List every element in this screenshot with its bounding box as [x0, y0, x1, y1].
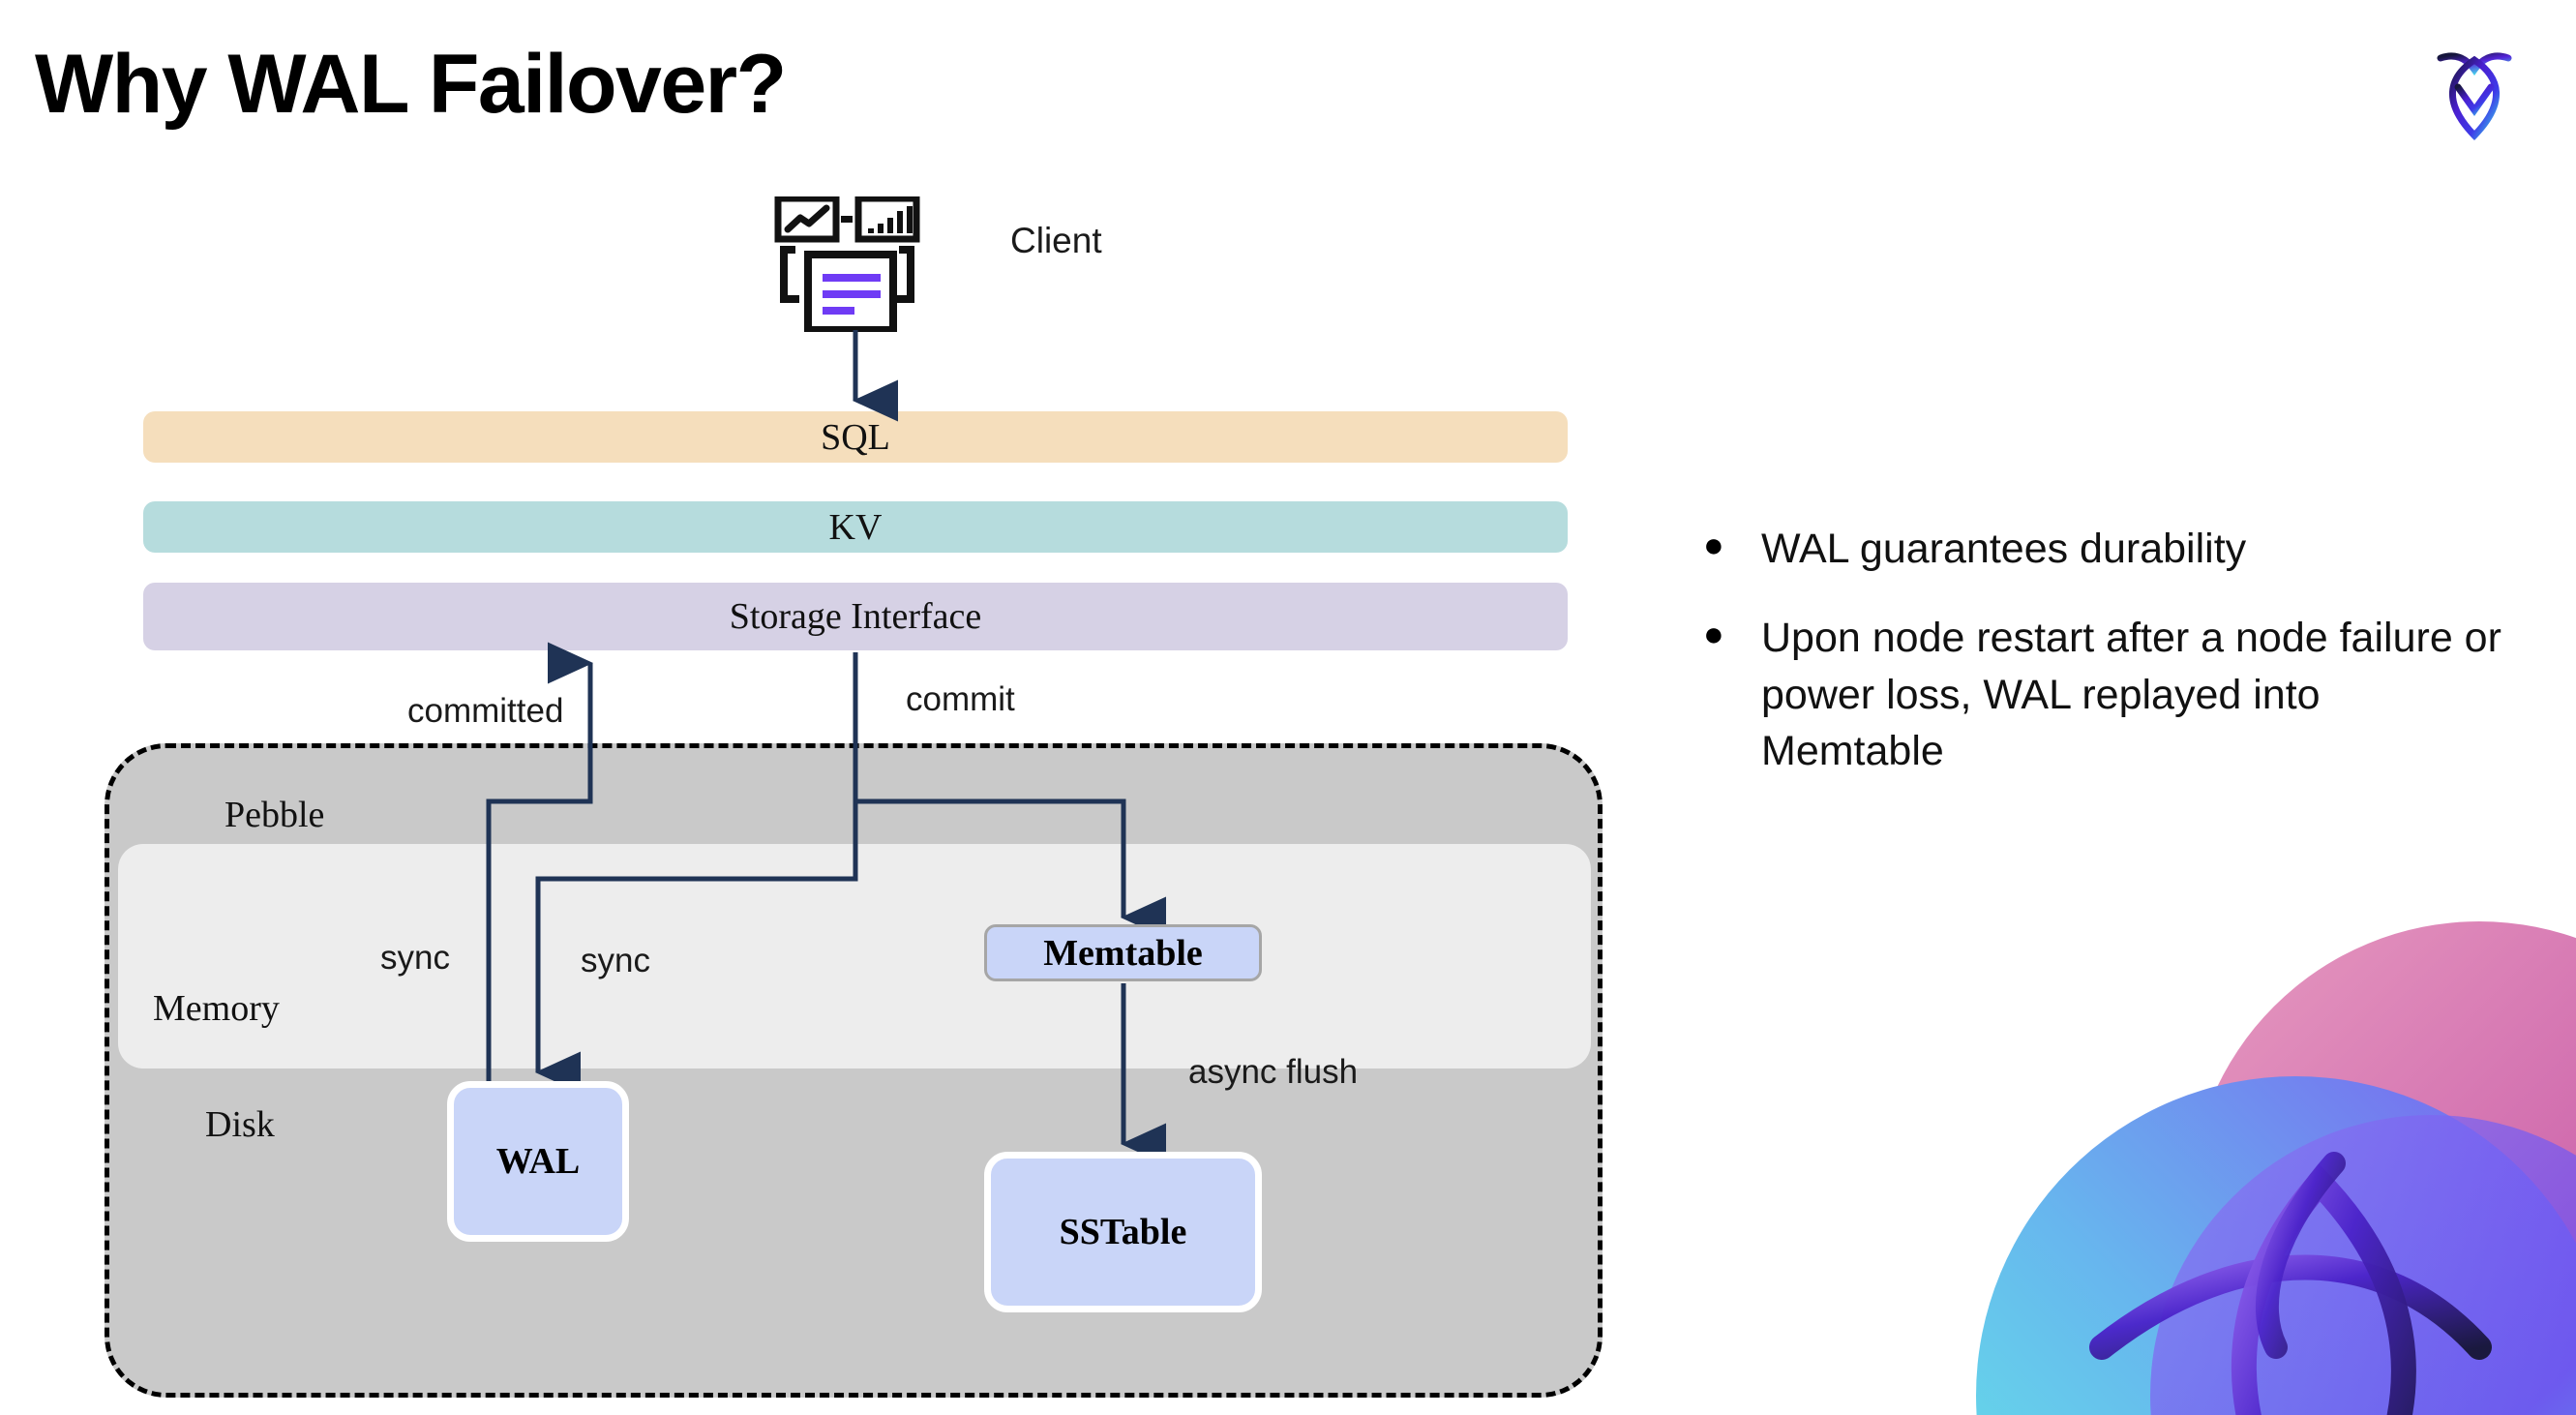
- layer-bar-kv-label: KV: [828, 506, 883, 548]
- node-sstable: SSTable: [984, 1152, 1262, 1312]
- memory-region: [118, 844, 1591, 1069]
- list-item: ● WAL guarantees durability: [1703, 521, 2506, 577]
- page-title: Why WAL Failover?: [35, 38, 787, 131]
- bullet-marker-icon: ●: [1703, 614, 1724, 654]
- edge-label-sync-left: sync: [380, 939, 450, 977]
- node-memtable: Memtable: [984, 924, 1262, 981]
- layer-bar-kv: KV: [143, 501, 1568, 553]
- pebble-container: [105, 743, 1603, 1398]
- edge-label-async-flush: async flush: [1188, 1053, 1359, 1091]
- memory-label: Memory: [153, 988, 280, 1029]
- node-wal: WAL: [447, 1081, 629, 1242]
- bullet-text: WAL guarantees durability: [1761, 526, 2247, 572]
- cockroachdb-logo: [2411, 27, 2537, 153]
- layer-bar-storage-interface: Storage Interface: [143, 583, 1568, 650]
- pebble-label: Pebble: [225, 795, 325, 835]
- bullet-marker-icon: ●: [1703, 525, 1724, 564]
- list-item: ● Upon node restart after a node failure…: [1703, 610, 2506, 779]
- bullet-text: Upon node restart after a node failure o…: [1761, 615, 2501, 775]
- disk-label: Disk: [205, 1104, 275, 1145]
- edge-label-committed: committed: [407, 692, 564, 730]
- edge-label-sync-right: sync: [581, 942, 650, 979]
- layer-bar-sql-label: SQL: [821, 416, 890, 458]
- client-label: Client: [1010, 221, 1102, 260]
- layer-bar-sql: SQL: [143, 411, 1568, 463]
- node-sstable-label: SSTable: [1059, 1212, 1187, 1252]
- decorative-logo-art: [1976, 892, 2576, 1415]
- bullet-list: ● WAL guarantees durability ● Upon node …: [1703, 521, 2506, 813]
- node-wal-label: WAL: [495, 1141, 581, 1182]
- client-dashboard-icon: [774, 195, 927, 334]
- node-memtable-label: Memtable: [1043, 932, 1203, 974]
- edge-label-commit: commit: [906, 680, 1015, 718]
- layer-bar-storage-interface-label: Storage Interface: [729, 596, 982, 637]
- architecture-diagram: Client Pebble Memory Disk SQL KV Storage…: [105, 195, 1603, 1398]
